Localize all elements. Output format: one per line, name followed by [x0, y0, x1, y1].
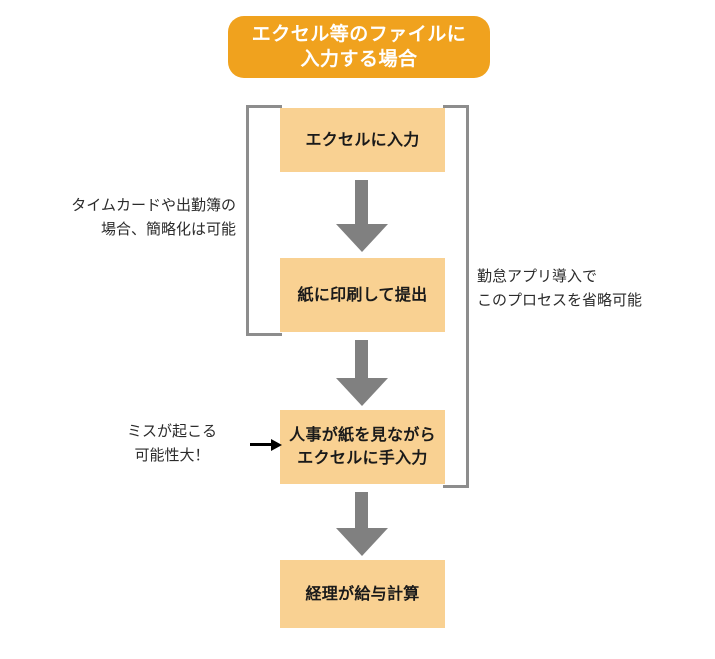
process-box-payroll-calc: 経理が給与計算 — [280, 560, 445, 628]
right-arrow-icon-mistake — [250, 439, 282, 451]
process-box-excel-input-line-1: エクセルに入力 — [305, 131, 420, 149]
process-box-hr-manual-entry-line-1: 人事が紙を見ながら — [289, 427, 436, 444]
annotation-omit-process: 勤怠アプリ導入で このプロセスを省略可能 — [477, 265, 642, 313]
down-arrow-icon-3 — [336, 492, 388, 556]
arrow-shaft — [355, 492, 368, 528]
arrow-head — [336, 528, 388, 556]
arrow-head — [271, 439, 282, 451]
title-banner-line-1: エクセル等のファイルに — [251, 24, 467, 45]
arrow-head — [336, 378, 388, 406]
process-box-print-submit: 紙に印刷して提出 — [280, 258, 445, 332]
bracket-right-omit — [443, 105, 469, 488]
title-banner-line-2: 入力する場合 — [300, 49, 418, 70]
annotation-mistake-risk: ミスが起こる 可能性大！ — [98, 420, 246, 468]
annotation-mistake-risk-line-1: ミスが起こる — [126, 423, 217, 440]
process-box-hr-manual-entry: 人事が紙を見ながら エクセルに手入力 — [280, 410, 445, 484]
arrow-shaft — [355, 340, 368, 378]
process-box-payroll-calc-line-1: 経理が給与計算 — [305, 585, 420, 603]
process-box-excel-input: エクセルに入力 — [280, 108, 445, 172]
annotation-simplify: タイムカードや出勤簿の 場合、簡略化は可能 — [14, 194, 236, 242]
arrow-shaft — [355, 180, 368, 224]
annotation-omit-process-line-1: 勤怠アプリ導入で — [477, 268, 598, 285]
annotation-simplify-line-1: タイムカードや出勤簿の — [71, 197, 236, 214]
arrow-head — [336, 224, 388, 252]
down-arrow-icon-2 — [336, 340, 388, 406]
annotation-mistake-risk-line-2: 可能性大！ — [134, 447, 210, 464]
annotation-simplify-line-2: 場合、簡略化は可能 — [100, 221, 236, 238]
title-banner: エクセル等のファイルに 入力する場合 — [228, 16, 490, 78]
process-box-hr-manual-entry-line-2: エクセルに手入力 — [297, 450, 428, 467]
down-arrow-icon-1 — [336, 180, 388, 252]
process-box-print-submit-line-1: 紙に印刷して提出 — [297, 286, 428, 304]
arrow-shaft — [250, 443, 274, 446]
bracket-left-simplify — [246, 105, 282, 336]
annotation-omit-process-line-2: このプロセスを省略可能 — [477, 292, 643, 309]
